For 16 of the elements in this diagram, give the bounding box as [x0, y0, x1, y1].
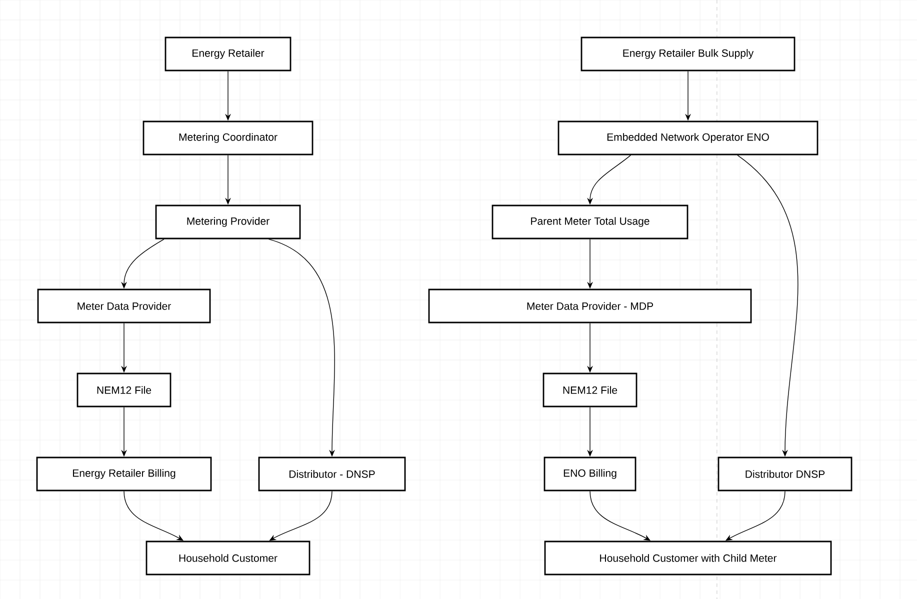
process-box: Meter Data Provider: [37, 288, 211, 324]
process-box: Metering Coordinator: [142, 120, 314, 156]
process-box: Embedded Network Operator ENO: [558, 120, 818, 156]
process-box: Meter Data Provider - MDP: [428, 288, 752, 324]
process-box: NEM12 File: [542, 372, 638, 408]
process-box: Metering Provider: [155, 204, 301, 240]
process-box: Household Customer with Child Meter: [544, 540, 832, 576]
process-box: Energy Retailer Billing: [36, 456, 212, 492]
process-box: Parent Meter Total Usage: [492, 204, 688, 240]
process-box: Distributor - DNSP: [258, 456, 406, 492]
process-box: Household Customer: [146, 540, 310, 576]
process-box: Energy Retailer Bulk Supply: [580, 36, 796, 72]
process-box: NEM12 File: [76, 372, 172, 408]
process-box: Energy Retailer: [164, 36, 292, 72]
process-box: Distributor DNSP: [718, 456, 852, 492]
process-box: ENO Billing: [544, 456, 636, 492]
